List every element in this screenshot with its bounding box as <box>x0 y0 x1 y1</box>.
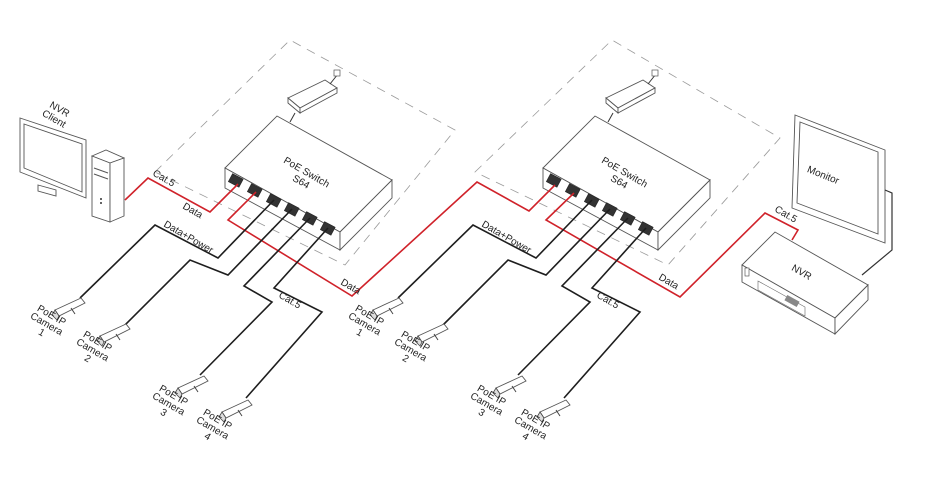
client-to-switch-cable <box>124 177 239 213</box>
cable-cam3-right <box>517 217 629 376</box>
cable-cam4-right <box>563 227 647 399</box>
cable-label: Data+Power <box>162 219 216 257</box>
switch-to-nvr-cable <box>544 192 800 298</box>
nvr-device-icon <box>741 231 869 336</box>
left-poe-switch <box>224 69 393 251</box>
cable-cam4-left <box>245 227 329 399</box>
cable-label: Data <box>181 201 205 221</box>
nvr-client-label: NVRClient <box>40 99 73 131</box>
cable-cam3-left <box>199 217 311 376</box>
cable-cam2-right <box>442 208 611 326</box>
cable-cam2-left <box>124 208 293 326</box>
monitor-icon <box>791 114 893 276</box>
cable-label: Data <box>657 272 681 292</box>
switch-to-switch-cable <box>226 181 556 297</box>
cable-cam1-left <box>79 199 275 299</box>
cable-cam1-right <box>397 199 593 299</box>
cable-label: Cat.5 <box>595 290 622 312</box>
right-segment-boundary <box>474 39 781 266</box>
cable-label: Cat.5 <box>277 290 304 312</box>
left-segment-boundary <box>154 39 456 266</box>
nvr-client-pc-tower-icon <box>90 149 126 223</box>
right-poe-switch <box>542 69 711 251</box>
cable-label: Data+Power <box>480 219 534 257</box>
nvr-client-monitor-icon <box>19 117 87 199</box>
